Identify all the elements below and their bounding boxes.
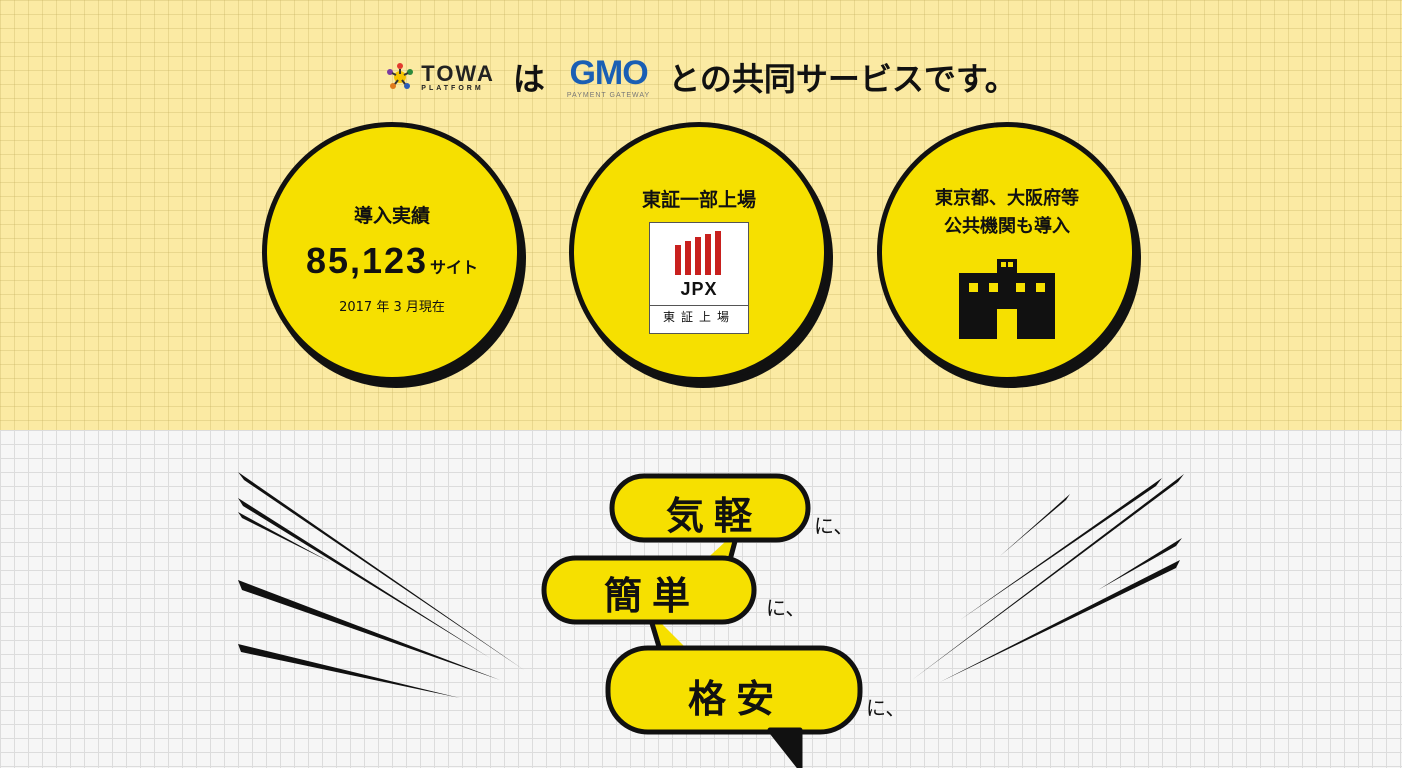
achievement-date-note: 2017 年 3 月現在 xyxy=(339,300,445,315)
bubble-suffix-kigaru: に、 xyxy=(814,514,854,538)
bubble-word-kakuyasu: 格安 xyxy=(688,677,785,721)
bubble-word-kantan: 簡単 xyxy=(604,574,701,618)
gmo-payment-gateway-logo[interactable]: GMO PAYMENT GATEWAY xyxy=(567,56,650,99)
headline: TOWA PLATFORM は GMO PAYMENT GATEWAY との共同… xyxy=(0,52,1402,102)
listing-circle: 東証一部上場 JPX 東証上場 xyxy=(569,122,829,382)
bubble-suffix-kantan: に、 xyxy=(766,596,806,620)
towa-people-icon xyxy=(387,63,414,89)
public-adoption-circle: 東京都、大阪府等 公共機関も導入 xyxy=(877,122,1137,382)
achievement-circle: 導入実績 85,123 サイト 2017 年 3 月現在 xyxy=(262,122,522,382)
speech-bubbles xyxy=(541,473,863,768)
public-adoption-title: 東京都、大阪府等 公共機関も導入 xyxy=(935,185,1079,241)
bubble-word-kigaru: 気軽 xyxy=(666,494,763,538)
gmo-logo-subtext: PAYMENT GATEWAY xyxy=(566,91,651,99)
jpx-stripes-icon xyxy=(675,231,721,275)
site-count-unit: サイト xyxy=(430,258,479,277)
achievement-title: 導入実績 xyxy=(353,205,430,227)
towa-logo-subtext: PLATFORM xyxy=(421,84,484,92)
public-adoption-title-line2: 公共機関も導入 xyxy=(944,216,1070,237)
manga-speed-lines xyxy=(238,472,1184,698)
public-adoption-title-line1: 東京都、大阪府等 xyxy=(935,188,1079,209)
headline-tagline: との共同サービスです。 xyxy=(668,60,1017,98)
jpx-logo-text: JPX xyxy=(680,279,718,299)
towa-logo-text: TOWA xyxy=(421,60,495,86)
headline-particle: は xyxy=(512,60,545,98)
site-count-number: 85,123 xyxy=(305,240,429,281)
towa-platform-logo[interactable]: TOWA PLATFORM xyxy=(385,62,495,92)
jpx-logo-label: 東証上場 xyxy=(650,305,748,325)
building-icon xyxy=(959,259,1055,339)
gmo-logo-text: GMO xyxy=(569,53,648,92)
achievement-count: 85,123 サイト xyxy=(306,240,478,282)
listing-title: 東証一部上場 xyxy=(641,189,756,211)
jpx-logo: JPX 東証上場 xyxy=(649,222,749,334)
bubble-suffix-kakuyasu: に、 xyxy=(866,696,906,720)
